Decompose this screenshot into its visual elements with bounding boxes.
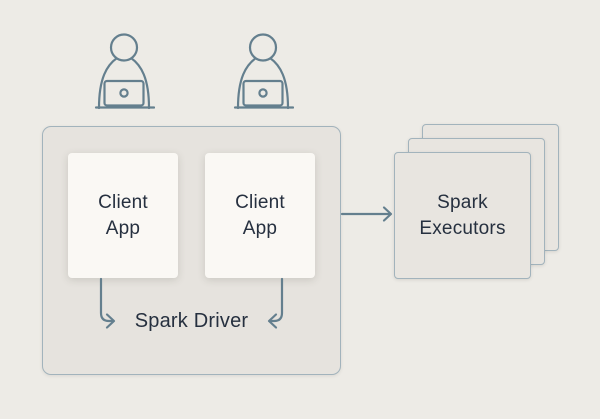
- spark-driver-label: Spark Driver: [134, 310, 249, 332]
- client-app-label: Client App: [235, 191, 285, 239]
- arrow-driver-to-executors-icon: [340, 206, 393, 222]
- spark-executors-label: Spark Executors: [419, 191, 506, 239]
- client-app-label: Client App: [98, 191, 148, 239]
- client-app-box-1: Client App: [68, 153, 178, 278]
- person-at-laptop-icon: [94, 33, 155, 110]
- executor-box-front: Spark Executors: [394, 152, 531, 279]
- client-app-box-2: Client App: [205, 153, 315, 278]
- person-at-laptop-icon: [233, 33, 294, 110]
